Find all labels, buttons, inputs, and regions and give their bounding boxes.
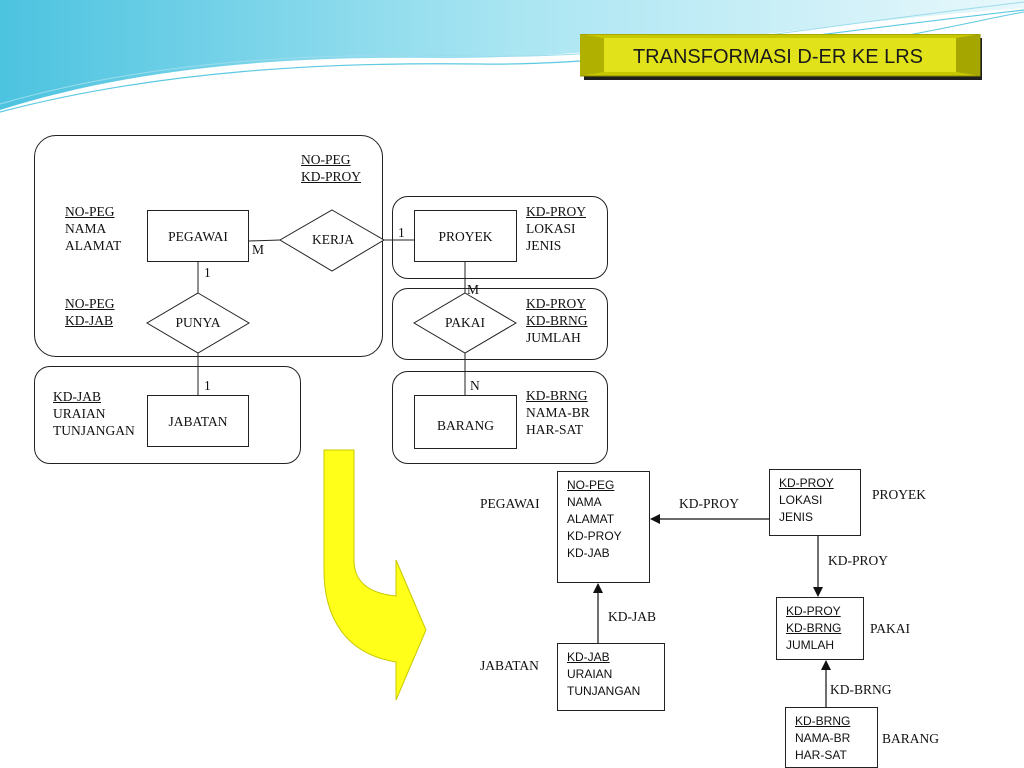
page-title: TRANSFORMASI D-ER KE LRS bbox=[632, 46, 924, 68]
field-tunjangan: TUNJANGAN bbox=[53, 423, 135, 438]
field-jumlah: JUMLAH bbox=[786, 638, 835, 652]
entity-pegawai-label: PEGAWAI bbox=[168, 229, 228, 244]
attrs-kerja: NO-PEG KD-PROY bbox=[301, 151, 361, 185]
field-alamat: ALAMAT bbox=[567, 512, 615, 526]
entity-barang-label: BARANG bbox=[436, 418, 494, 433]
field-lokasi: LOKASI bbox=[779, 493, 823, 507]
field-lokasi: LOKASI bbox=[526, 221, 576, 236]
er-group-pakai bbox=[392, 288, 608, 360]
entity-jabatan: JABATAN bbox=[147, 395, 249, 447]
attrs-proyek: KD-PROY LOKASI JENIS bbox=[526, 203, 586, 254]
field-nama-br: NAMA-BR bbox=[795, 731, 851, 745]
field-kd-proy: KD-PROY bbox=[786, 604, 841, 618]
field-kd-jab: KD-JAB bbox=[65, 313, 114, 328]
relation-pakai-label: PAKAI bbox=[444, 315, 485, 330]
field-kd-proy: KD-PROY bbox=[301, 169, 362, 184]
lrs-link-jabatan-pegawai: KD-JAB bbox=[608, 609, 657, 624]
lrs-table-pegawai: NO-PEG NAMA ALAMAT KD-PROY KD-JAB bbox=[557, 471, 650, 583]
field-har-sat: HAR-SAT bbox=[526, 422, 584, 437]
attrs-punya: NO-PEG KD-JAB bbox=[65, 295, 115, 329]
er-group-barang bbox=[392, 371, 608, 464]
lrs-table-barang: KD-BRNG NAMA-BR HAR-SAT bbox=[785, 707, 878, 768]
field-uraian: URAIAN bbox=[567, 667, 613, 681]
cardinality-kerja-proyek: 1 bbox=[398, 225, 405, 240]
cardinality-pakai-barang: N bbox=[470, 378, 480, 393]
entity-pegawai: PEGAWAI bbox=[147, 210, 249, 262]
entity-jabatan-label: JABATAN bbox=[168, 414, 228, 429]
cardinality-proyek-pakai: M bbox=[467, 282, 480, 297]
field-uraian: URAIAN bbox=[53, 406, 106, 421]
er-group-proyek bbox=[392, 196, 608, 279]
field-kd-brng: KD-BRNG bbox=[526, 313, 588, 328]
lrs-name-pegawai: PEGAWAI bbox=[480, 496, 540, 511]
field-nama: NAMA bbox=[567, 495, 602, 509]
field-kd-brng: KD-BRNG bbox=[795, 714, 851, 728]
field-jenis: JENIS bbox=[779, 510, 814, 524]
lrs-name-barang: BARANG bbox=[882, 731, 940, 746]
entity-proyek-label: PROYEK bbox=[438, 229, 493, 244]
field-kd-brng: KD-BRNG bbox=[786, 621, 842, 635]
lrs-name-jabatan: JABATAN bbox=[480, 658, 539, 673]
field-tunjangan: TUNJANGAN bbox=[567, 684, 641, 698]
lrs-link-barang-pakai: KD-BRNG bbox=[830, 682, 892, 697]
lrs-name-pakai: PAKAI bbox=[870, 621, 911, 636]
entity-barang: BARANG bbox=[414, 395, 517, 449]
field-alamat: ALAMAT bbox=[65, 238, 122, 253]
title-banner-frame bbox=[580, 34, 982, 80]
attrs-pakai: KD-PROY KD-BRNG JUMLAH bbox=[526, 295, 588, 346]
lrs-link-proyek-pegawai: KD-PROY bbox=[679, 496, 740, 511]
lrs-name-proyek: PROYEK bbox=[872, 487, 927, 502]
field-no-peg: NO-PEG bbox=[65, 296, 115, 311]
field-nama: NAMA bbox=[65, 221, 107, 236]
cardinality-pegawai-punya: 1 bbox=[204, 265, 211, 280]
field-kd-proy: KD-PROY bbox=[567, 529, 622, 543]
field-no-peg: NO-PEG bbox=[567, 478, 615, 492]
field-nama-br: NAMA-BR bbox=[526, 405, 590, 420]
lrs-table-pakai: KD-PROY KD-BRNG JUMLAH bbox=[776, 597, 864, 660]
lrs-table-proyek: KD-PROY LOKASI JENIS bbox=[769, 469, 861, 536]
field-kd-jab: KD-JAB bbox=[567, 546, 610, 560]
field-no-peg: NO-PEG bbox=[65, 204, 115, 219]
field-har-sat: HAR-SAT bbox=[795, 748, 847, 762]
field-kd-jab: KD-JAB bbox=[567, 650, 610, 664]
field-kd-proy: KD-PROY bbox=[779, 476, 834, 490]
lrs-link-proyek-pakai: KD-PROY bbox=[828, 553, 889, 568]
attrs-jabatan: KD-JAB URAIAN TUNJANGAN bbox=[53, 388, 135, 439]
relation-kerja-label: KERJA bbox=[311, 232, 354, 247]
field-no-peg: NO-PEG bbox=[301, 152, 351, 167]
field-kd-proy: KD-PROY bbox=[526, 204, 587, 219]
cardinality-punya-jabatan: 1 bbox=[204, 378, 211, 393]
entity-proyek: PROYEK bbox=[414, 210, 517, 262]
cardinality-pegawai-kerja: M bbox=[252, 242, 265, 257]
lrs-table-jabatan: KD-JAB URAIAN TUNJANGAN bbox=[557, 643, 665, 711]
field-jenis: JENIS bbox=[526, 238, 562, 253]
field-jumlah: JUMLAH bbox=[526, 330, 581, 345]
relation-punya-label: PUNYA bbox=[175, 315, 221, 330]
field-kd-brng: KD-BRNG bbox=[526, 388, 588, 403]
attrs-pegawai: NO-PEG NAMA ALAMAT bbox=[65, 203, 121, 254]
attrs-barang: KD-BRNG NAMA-BR HAR-SAT bbox=[526, 387, 590, 438]
er-group-jabatan bbox=[34, 366, 301, 464]
field-kd-jab: KD-JAB bbox=[53, 389, 102, 404]
transform-arrow-icon bbox=[323, 449, 427, 701]
field-kd-proy: KD-PROY bbox=[526, 296, 587, 311]
title-banner: TRANSFORMASI D-ER KE LRS bbox=[580, 34, 984, 80]
